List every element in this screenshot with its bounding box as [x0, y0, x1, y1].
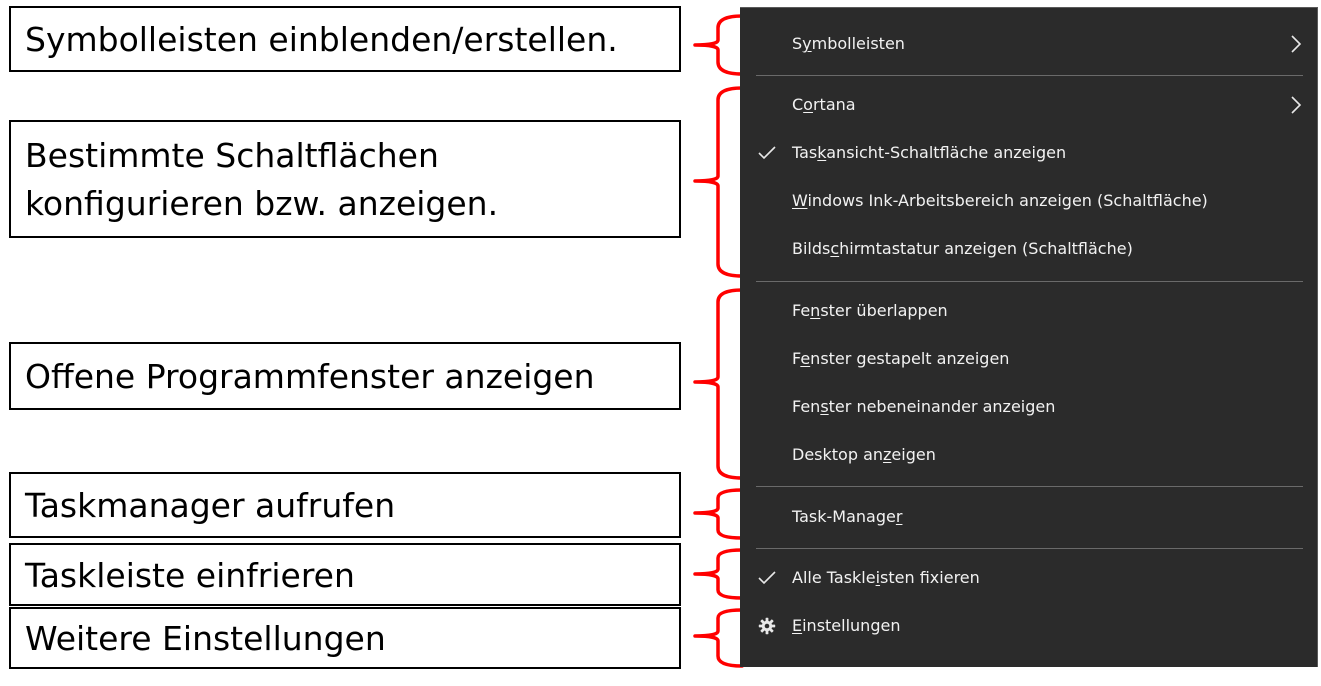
checkmark-icon [756, 130, 778, 176]
menu-item-label: Symbolleisten [792, 34, 905, 53]
annotation-text-line2: konfigurieren bzw. anzeigen. [25, 184, 499, 223]
menu-item-windows-ink[interactable]: Windows Ink-Arbeitsbereich anzeigen (Sch… [740, 178, 1316, 224]
annotation-text: Weitere Einstellungen [25, 619, 386, 658]
annotation-text: Offene Programmfenster anzeigen [25, 357, 595, 396]
menu-item-desktop-anzeigen[interactable]: Desktop anzeigen [740, 432, 1316, 478]
gear-icon [756, 603, 778, 649]
bracket-programmfenster [693, 288, 744, 480]
menu-item-fenster-nebeneinander[interactable]: Fenster nebeneinander anzeigen [740, 384, 1316, 430]
annotation-text: Symbolleisten einblenden/erstellen. [25, 20, 618, 59]
bracket-einstellungen [693, 608, 744, 668]
menu-item-label: Bildschirmtastatur anzeigen (Schaltfläch… [792, 239, 1133, 258]
annotation-text: Taskleiste einfrieren [25, 556, 355, 595]
menu-item-label: Fenster überlappen [792, 301, 948, 320]
annotation-programmfenster: Offene Programmfenster anzeigen [9, 342, 681, 410]
menu-item-fenster-ueberlappen[interactable]: Fenster überlappen [740, 288, 1316, 334]
annotation-symbolleisten: Symbolleisten einblenden/erstellen. [9, 6, 681, 72]
chevron-right-icon [1290, 82, 1302, 128]
bracket-schaltflaechen [693, 86, 744, 278]
menu-item-label: Fenster gestapelt anzeigen [792, 349, 1010, 368]
menu-separator [756, 548, 1303, 549]
menu-item-label: Taskansicht-Schaltfläche anzeigen [792, 143, 1067, 162]
checkmark-icon [756, 555, 778, 601]
chevron-right-icon [1290, 21, 1302, 67]
menu-item-label: Alle Taskleisten fixieren [792, 568, 980, 587]
annotation-einstellungen: Weitere Einstellungen [9, 607, 681, 669]
taskbar-context-menu: Symbolleisten Cortana Taskansicht-Schalt… [740, 7, 1318, 667]
bracket-taskmanager [693, 488, 744, 540]
annotation-text: Taskmanager aufrufen [25, 486, 396, 525]
menu-item-label: Desktop anzeigen [792, 445, 936, 464]
menu-separator [756, 281, 1303, 282]
menu-separator [756, 486, 1303, 487]
menu-separator [756, 75, 1303, 76]
annotation-schaltflaechen: Bestimmte Schaltflächen konfigurieren bz… [9, 120, 681, 238]
menu-item-label: Cortana [792, 95, 856, 114]
menu-item-symbolleisten[interactable]: Symbolleisten [740, 21, 1316, 67]
menu-item-label: Fenster nebeneinander anzeigen [792, 397, 1056, 416]
bracket-symbolleisten [693, 14, 744, 76]
menu-item-fenster-gestapelt[interactable]: Fenster gestapelt anzeigen [740, 336, 1316, 382]
annotation-taskmanager: Taskmanager aufrufen [9, 472, 681, 538]
menu-item-label: Einstellungen [792, 616, 901, 635]
menu-item-bildschirmtastatur[interactable]: Bildschirmtastatur anzeigen (Schaltfläch… [740, 226, 1316, 272]
menu-item-cortana[interactable]: Cortana [740, 82, 1316, 128]
menu-item-label: Task-Manager [792, 507, 903, 526]
bracket-taskleiste [693, 548, 744, 600]
menu-item-taskleisten-fixieren[interactable]: Alle Taskleisten fixieren [740, 555, 1316, 601]
annotation-text-line1: Bestimmte Schaltflächen [25, 136, 439, 175]
menu-item-taskansicht[interactable]: Taskansicht-Schaltfläche anzeigen [740, 130, 1316, 176]
menu-item-task-manager[interactable]: Task-Manager [740, 494, 1316, 540]
menu-item-einstellungen[interactable]: Einstellungen [740, 603, 1316, 649]
annotation-taskleiste: Taskleiste einfrieren [9, 543, 681, 606]
menu-item-label: Windows Ink-Arbeitsbereich anzeigen (Sch… [792, 191, 1208, 210]
